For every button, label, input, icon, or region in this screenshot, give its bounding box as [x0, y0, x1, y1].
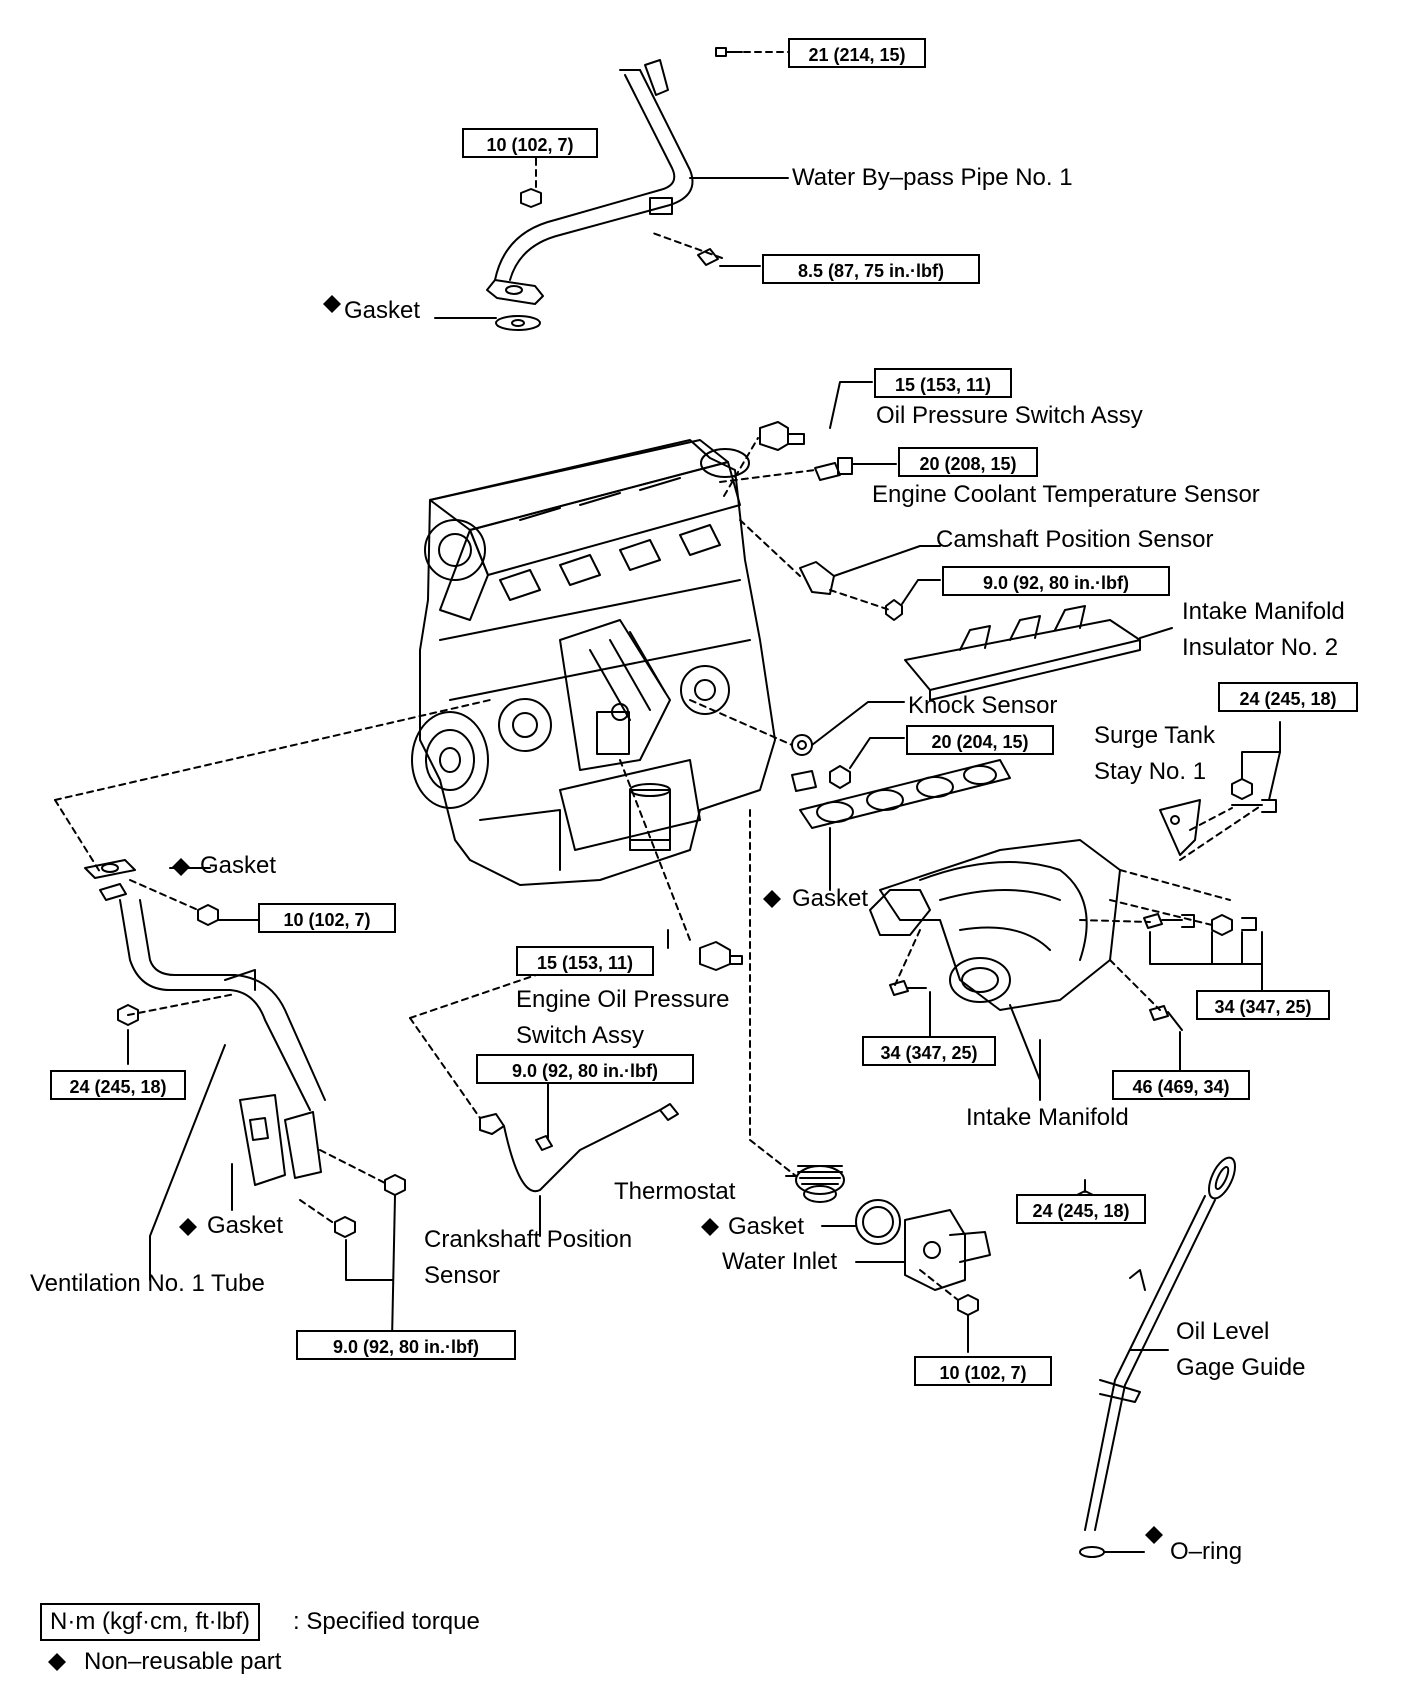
torque-box: 21 (214, 15) — [788, 38, 926, 68]
label-oil-pressure-switch: Oil Pressure Switch Assy — [876, 402, 1143, 429]
label-gasket-thermostat: Gasket — [728, 1213, 805, 1240]
torque-box: 15 (153, 11) — [874, 368, 1012, 398]
manifold-gasket-drawing — [799, 759, 1011, 891]
sensors-top-drawing — [759, 381, 941, 621]
torque-box: 9.0 (92, 80 in.·lbf) — [476, 1054, 694, 1084]
engine-oil-switch-drawing — [667, 929, 743, 971]
label-engine-oil-switch-line2: Switch Assy — [516, 1022, 645, 1049]
torque-box: 34 (347, 25) — [862, 1036, 996, 1066]
torque-box: 24 (245, 18) — [1016, 1194, 1146, 1224]
knock-sensor-drawing — [791, 701, 905, 792]
crankshaft-sensor-drawing — [479, 1079, 679, 1237]
torque-box: 15 (153, 11) — [516, 946, 654, 976]
diamond-icon — [701, 1218, 719, 1236]
surge-tank-stay-drawing — [1159, 721, 1281, 856]
label-crankshaft-line1: Crankshaft Position — [424, 1226, 633, 1253]
label-oil-gage-line2: Gage Guide — [1176, 1354, 1306, 1381]
torque-box: 20 (204, 15) — [906, 725, 1054, 755]
torque-box: 24 (245, 18) — [1218, 682, 1358, 712]
label-gasket-vent: Gasket — [207, 1212, 284, 1239]
label-water-bypass-pipe: Water By–pass Pipe No. 1 — [792, 164, 1073, 191]
label-insulator-line2: Insulator No. 2 — [1182, 634, 1339, 661]
legend-torque-unit-box: N·m (kgf·cm, ft·lbf) — [40, 1603, 260, 1641]
legend-non-reusable: Non–reusable part — [84, 1648, 282, 1675]
water-bypass-pipe-drawing — [486, 47, 743, 331]
torque-box: 34 (347, 25) — [1196, 990, 1330, 1020]
thermostat-drawing — [785, 1165, 991, 1353]
torque-box: 9.0 (92, 80 in.·lbf) — [942, 566, 1170, 596]
manifold-bolts-drawing — [889, 913, 1257, 1031]
torque-box: 46 (469, 34) — [1112, 1070, 1250, 1100]
engine-block-drawing — [411, 439, 776, 886]
diamond-icon — [179, 1218, 197, 1236]
ventilation-tube-drawing — [84, 859, 406, 1341]
label-oil-gage-line1: Oil Level — [1176, 1318, 1270, 1345]
torque-box: 8.5 (87, 75 in.·lbf) — [762, 254, 980, 284]
label-coolant-temp-sensor: Engine Coolant Temperature Sensor — [872, 481, 1260, 508]
label-water-inlet: Water Inlet — [722, 1248, 838, 1275]
label-surge-tank-line1: Surge Tank — [1094, 722, 1215, 749]
torque-box: 20 (208, 15) — [898, 447, 1038, 477]
label-crankshaft-line2: Sensor — [424, 1262, 501, 1289]
diamond-icon — [172, 858, 190, 876]
label-o-ring: O–ring — [1170, 1538, 1243, 1565]
torque-box: 10 (102, 7) — [462, 128, 598, 158]
torque-box: 10 (102, 7) — [914, 1356, 1052, 1386]
label-camshaft-sensor: Camshaft Position Sensor — [936, 526, 1214, 553]
label-intake-manifold: Intake Manifold — [966, 1104, 1129, 1131]
torque-box: 9.0 (92, 80 in.·lbf) — [296, 1330, 516, 1360]
non-reusable-diamonds — [48, 295, 1163, 1671]
label-engine-oil-switch-line1: Engine Oil Pressure — [516, 986, 730, 1013]
insulator-drawing — [904, 605, 1173, 701]
label-knock-sensor: Knock Sensor — [908, 692, 1058, 719]
diamond-icon — [763, 890, 781, 908]
label-insulator-line1: Intake Manifold — [1182, 598, 1345, 625]
label-gasket-left: Gasket — [200, 852, 277, 879]
label-thermostat: Thermostat — [614, 1178, 736, 1205]
intake-manifold-drawing — [869, 839, 1121, 1081]
diamond-icon — [323, 295, 341, 313]
diamond-icon — [1145, 1526, 1163, 1544]
label-ventilation-tube: Ventilation No. 1 Tube — [30, 1270, 265, 1297]
diamond-icon — [48, 1653, 66, 1671]
torque-box: 24 (245, 18) — [50, 1070, 186, 1100]
torque-box: 10 (102, 7) — [258, 903, 396, 933]
label-gasket-manifold: Gasket — [792, 885, 869, 912]
label-surge-tank-line2: Stay No. 1 — [1094, 758, 1207, 785]
label-gasket-top: Gasket — [344, 297, 421, 324]
legend-torque-desc: : Specified torque — [293, 1608, 480, 1635]
